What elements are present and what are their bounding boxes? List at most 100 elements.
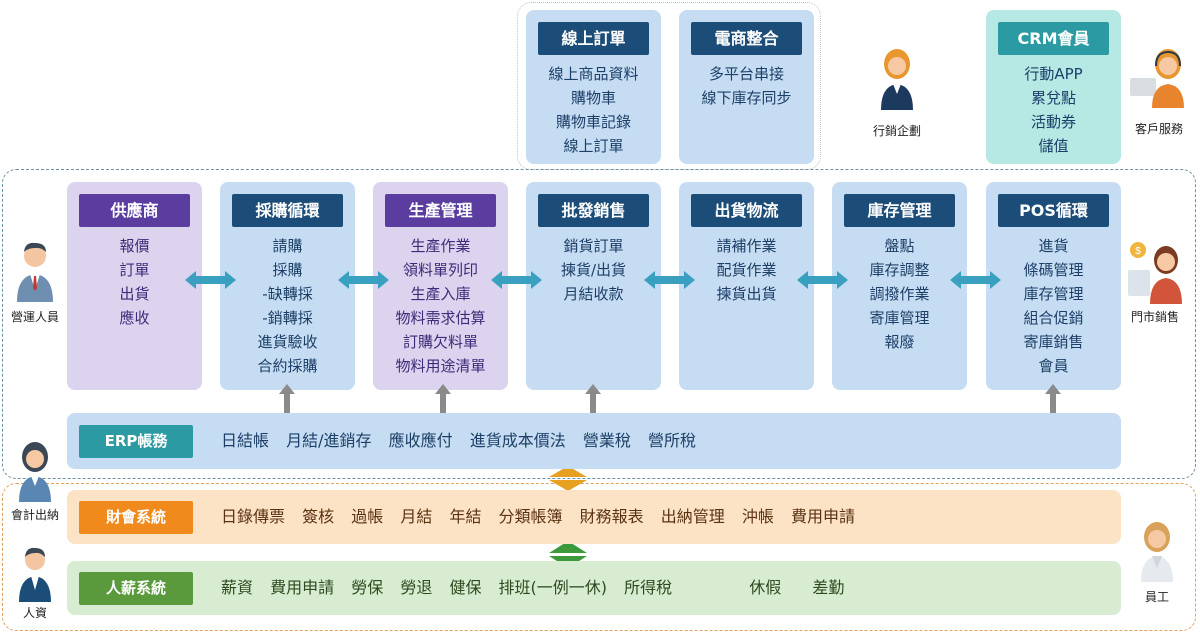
list-item: 休假: [749, 578, 782, 597]
production-title: 生產管理: [385, 194, 496, 227]
list-item: 調撥作業: [869, 285, 930, 303]
bidirectional-arrow-icon: [185, 271, 236, 289]
employee-person: 員工: [1122, 520, 1192, 605]
hr-label: 人薪系統: [79, 572, 193, 605]
list-item: 物料用途清單: [395, 357, 486, 375]
list-item: 過帳: [351, 507, 384, 526]
store-sales-label: 門市銷售: [1130, 310, 1179, 324]
hr-person: 人資: [0, 544, 70, 621]
hr-staff-label: 人資: [22, 606, 47, 620]
bidirectional-arrow-icon: [491, 271, 542, 289]
list-item: 差勤: [812, 578, 845, 597]
list-item: 配貨作業: [716, 261, 777, 279]
customer-service-person: 客戶服務: [1124, 46, 1194, 137]
marketing-staff-icon: [881, 49, 913, 110]
supplier-card: 供應商 報價 訂單 出貨 應收: [67, 182, 202, 390]
purchasing-title: 採購循環: [232, 194, 343, 227]
list-item: 揀貨/出貨: [560, 261, 627, 279]
logistics-title: 出貨物流: [691, 194, 802, 227]
operations-person: 營運人員: [0, 238, 70, 325]
crm-card: CRM會員 行動APP 累兌點 活動券 儲值: [986, 10, 1121, 164]
list-item: 月結收款: [563, 285, 624, 303]
list-item: 條碼管理: [1023, 261, 1084, 279]
list-item: 費用申請: [790, 507, 855, 526]
list-item: 揀貨出貨: [716, 285, 777, 303]
employee-label: 員工: [1144, 590, 1169, 604]
list-item: 日錄傳票: [221, 507, 286, 526]
bidirectional-arrow-icon: [338, 271, 389, 289]
accounting-staff-icon: [19, 442, 51, 502]
list-item: 日結帳: [221, 431, 270, 450]
ecommerce-title: 電商整合: [691, 22, 802, 55]
list-item: 寄庫銷售: [1023, 333, 1084, 351]
store-sales-staff-icon: $: [1128, 242, 1182, 304]
svg-text:$: $: [1135, 246, 1141, 257]
accounting-label: 會計出納: [10, 508, 59, 522]
finance-label: 財會系統: [79, 501, 193, 534]
list-item: 年結: [449, 507, 482, 526]
list-item: 營所稅: [647, 431, 696, 450]
crm-title: CRM會員: [998, 22, 1109, 55]
list-item: 多平台串接: [708, 65, 784, 83]
list-item: 儲值: [1038, 137, 1069, 155]
crm-items: 行動APP 累兌點 活動券 儲值: [986, 62, 1121, 158]
list-item: 財務報表: [579, 507, 644, 526]
list-item: 進貨成本價法: [469, 431, 566, 450]
ecommerce-items: 多平台串接 線下庫存同步: [679, 62, 814, 110]
erp-core-region: [2, 169, 1196, 479]
list-item: 請購: [272, 237, 303, 255]
supplier-title: 供應商: [79, 194, 190, 227]
online-order-card: 線上訂單 線上商品資料 購物車 購物車記錄 線上訂單: [526, 10, 661, 164]
list-item: 所得稅: [624, 578, 673, 597]
list-item: -缺轉採: [262, 285, 313, 303]
list-item: 會員: [1038, 357, 1069, 375]
list-item: 訂購欠料單: [402, 333, 478, 351]
list-item: 物料需求估算: [395, 309, 486, 327]
ecommerce-card: 電商整合 多平台串接 線下庫存同步: [679, 10, 814, 164]
list-item: -銷轉採: [262, 309, 313, 327]
customer-service-label: 客戶服務: [1134, 122, 1183, 136]
list-item: 分類帳簿: [498, 507, 563, 526]
pos-title: POS循環: [998, 194, 1109, 227]
list-item: 線上商品資料: [548, 65, 639, 83]
operations-label: 營運人員: [10, 310, 59, 324]
hr-band: 人薪系統 薪資 費用申請 勞保 勞退 健保 排班(一例一休) 所得稅 休假 差勤: [67, 561, 1121, 615]
inventory-card: 庫存管理 盤點 庫存調整 調撥作業 寄庫管理 報廢: [832, 182, 967, 390]
list-item: 報廢: [884, 333, 915, 351]
list-item: 銷貨訂單: [563, 237, 624, 255]
logistics-card: 出貨物流 請補作業 配貨作業 揀貨出貨: [679, 182, 814, 390]
list-item: 組合促銷: [1023, 309, 1084, 327]
accounting-person: 會計出納: [0, 440, 70, 523]
hr-items: 薪資 費用申請 勞保 勞退 健保 排班(一例一休) 所得稅 休假 差勤: [221, 561, 856, 615]
list-item: 線上訂單: [563, 137, 624, 155]
online-order-title: 線上訂單: [538, 22, 649, 55]
finance-band: 財會系統 日錄傳票 簽核 過帳 月結 年結 分類帳簿 財務報表 出納管理 沖帳 …: [67, 490, 1121, 544]
list-item: 沖帳: [741, 507, 774, 526]
list-item: 合約採購: [257, 357, 318, 375]
list-item: 應收: [119, 309, 150, 327]
list-item: 進貨驗收: [257, 333, 318, 351]
list-item: 勞保: [351, 578, 384, 597]
marketing-person: 行銷企劃: [862, 48, 932, 139]
customer-service-staff-icon: [1130, 49, 1184, 108]
list-item: 訂單: [119, 261, 150, 279]
list-item: 勞退: [400, 578, 433, 597]
production-card: 生產管理 生產作業 領料單列印 生產入庫 物料需求估算 訂購欠料單 物料用途清單: [373, 182, 508, 390]
list-item: 行動APP: [1024, 65, 1083, 83]
list-item: 盤點: [884, 237, 915, 255]
bidirectional-arrow-icon: [644, 271, 695, 289]
hr-staff-icon: [19, 547, 51, 602]
list-item: 生產作業: [410, 237, 471, 255]
list-item: 費用申請: [270, 578, 335, 597]
list-item: 排班(一例一休): [498, 578, 608, 597]
list-item: 寄庫管理: [869, 309, 930, 327]
list-item: 簽核: [302, 507, 335, 526]
marketing-label: 行銷企劃: [872, 124, 921, 138]
erp-finance-connector-icon: [549, 466, 587, 491]
employee-icon: [1141, 522, 1173, 582]
list-item: 購物車記錄: [555, 113, 631, 131]
list-item: 薪資: [221, 578, 254, 597]
list-item: 出貨: [119, 285, 150, 303]
list-item: 庫存管理: [1023, 285, 1084, 303]
